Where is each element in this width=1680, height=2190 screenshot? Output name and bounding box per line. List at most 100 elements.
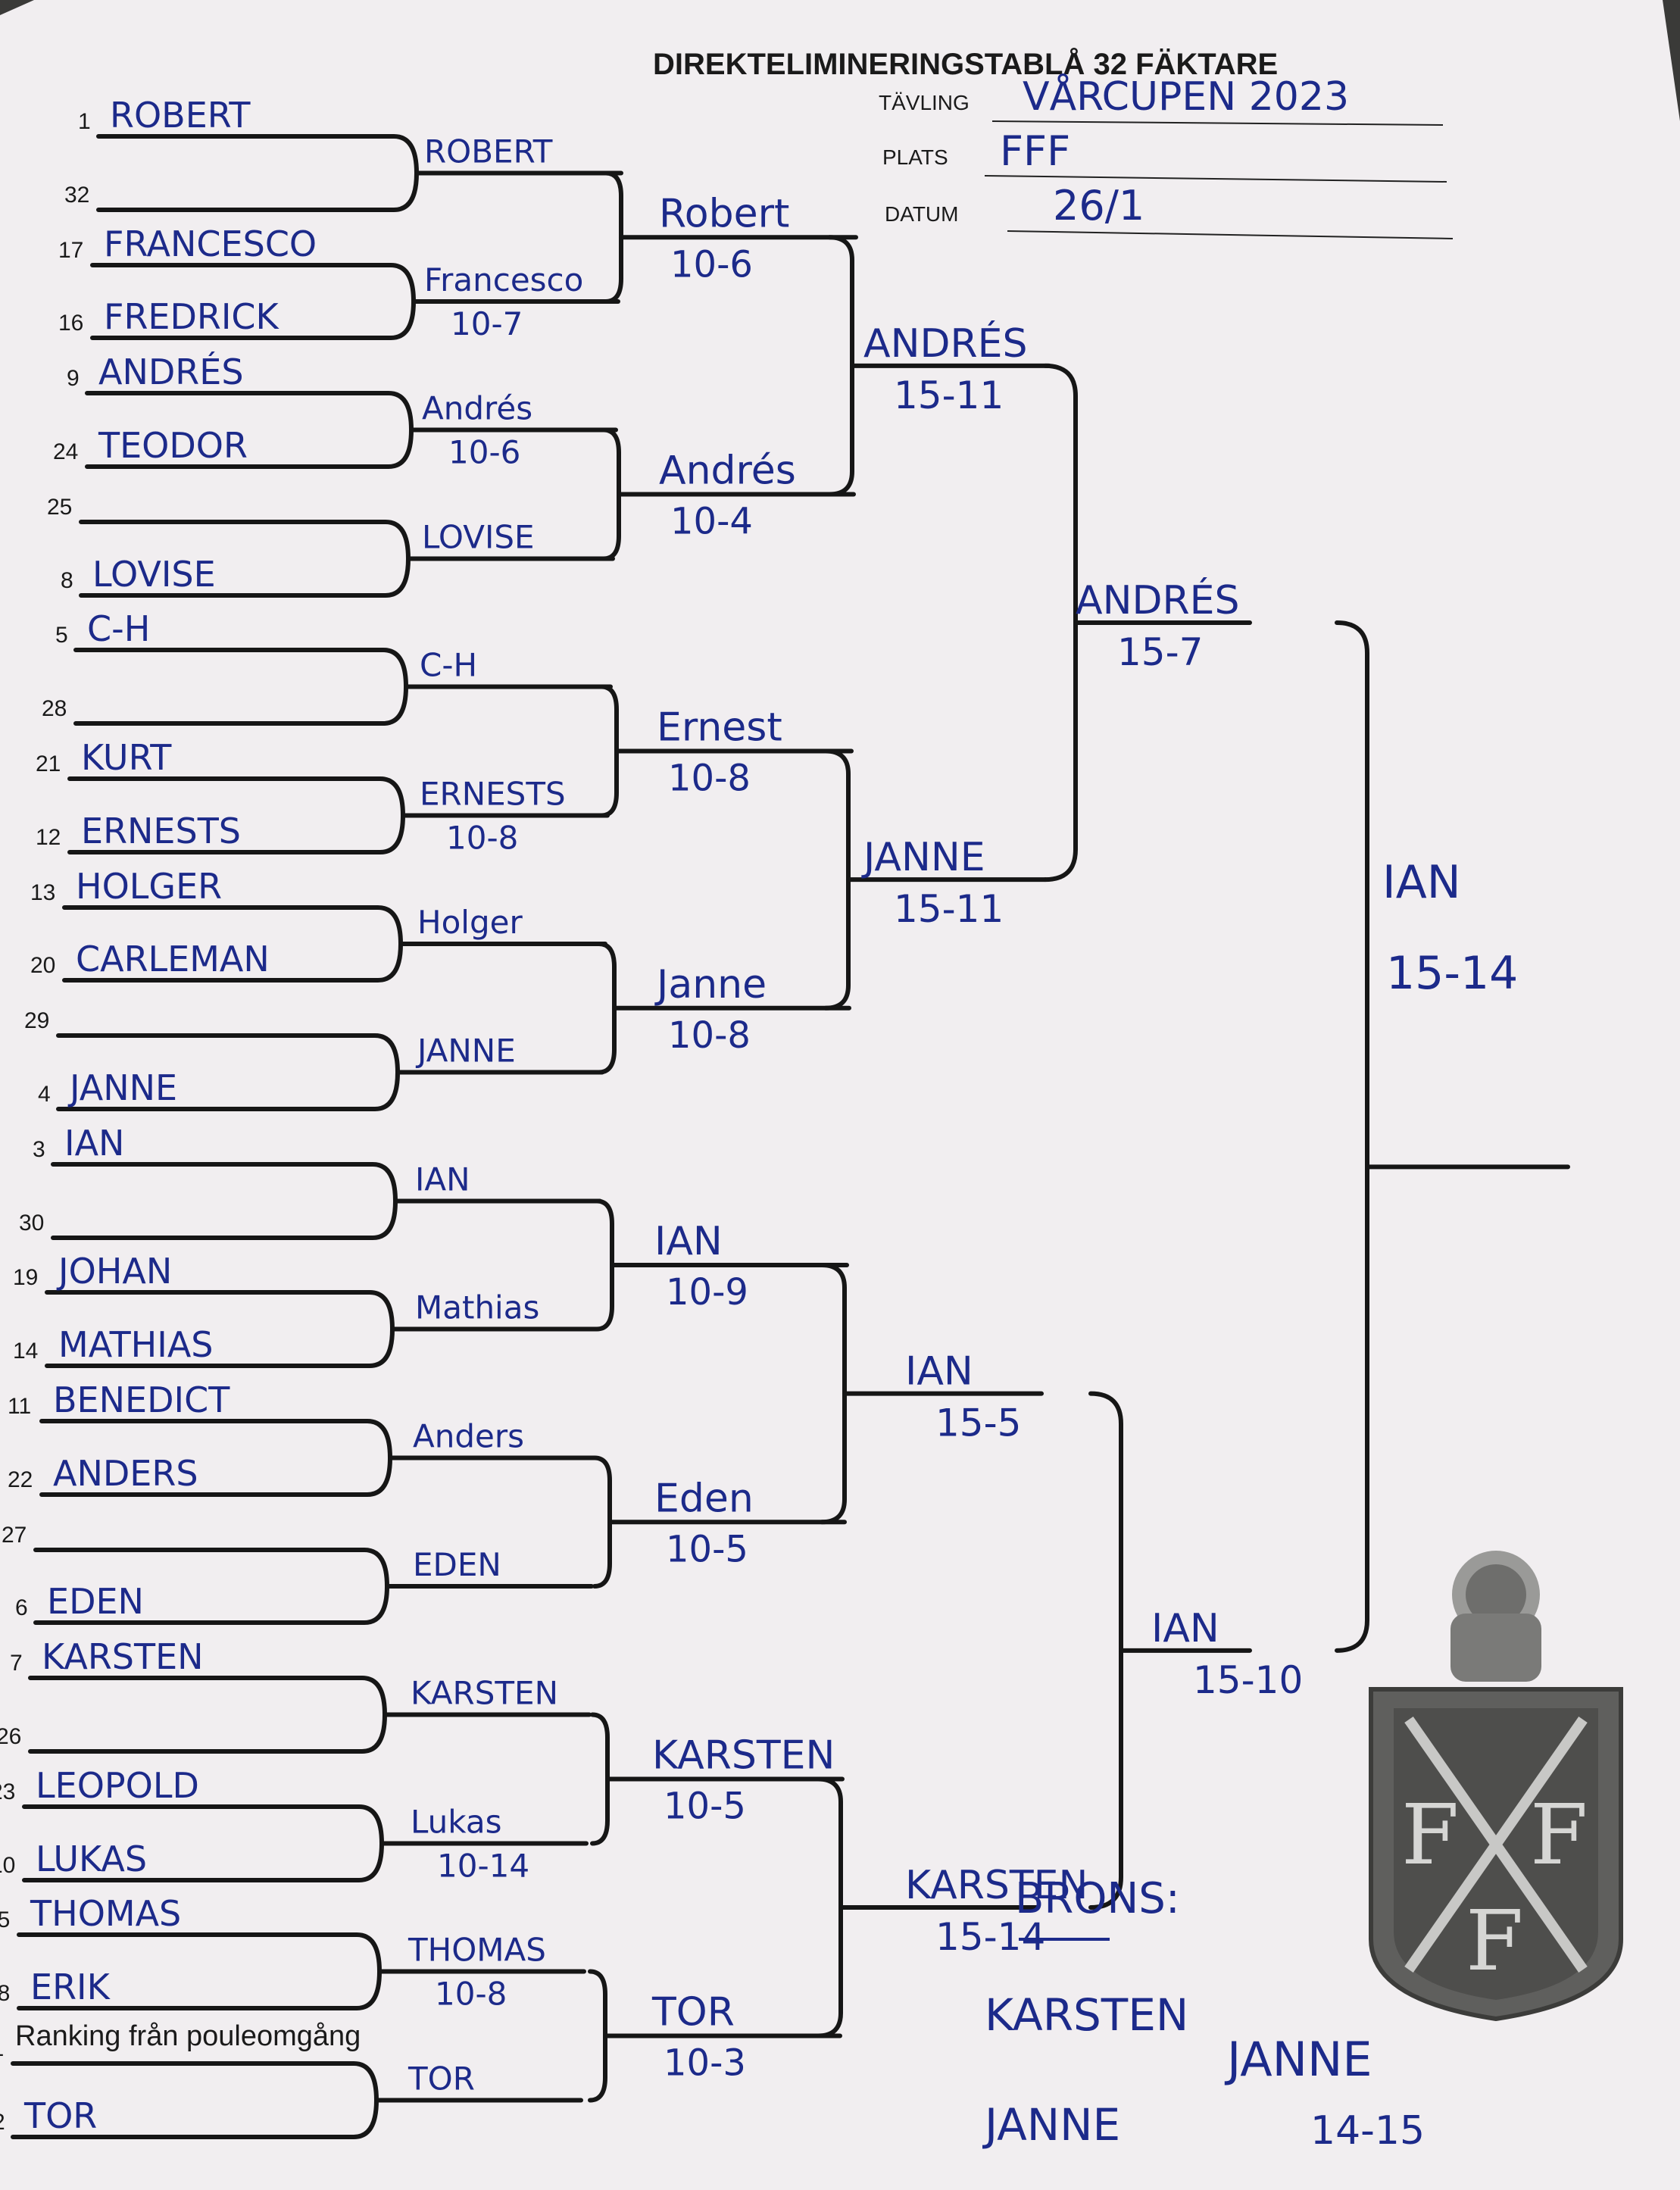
plats-value: FFF — [1000, 127, 1070, 175]
fff-logo: F F F — [1369, 1551, 1623, 2022]
seed-24: 24 — [53, 439, 78, 464]
datum-value: 26/1 — [1053, 182, 1144, 230]
r16-winner-11: Anders — [413, 1418, 524, 1455]
r16-winner-4: LOVISE — [422, 519, 535, 556]
r8-score-8: 10-3 — [664, 2042, 746, 2085]
r8-winner-6: Eden — [654, 1476, 754, 1521]
seed-9: 9 — [67, 366, 80, 391]
qf-bracket-2 — [1088, 1391, 1123, 1910]
qf-score-3: 15-5 — [935, 1401, 1021, 1445]
seed-13: 13 — [30, 880, 55, 905]
seed-17: 17 — [58, 238, 83, 263]
r16-winner-5: C-H — [420, 647, 477, 684]
r32-fencer-25: KARSTEN — [42, 1636, 204, 1677]
r16-score-15: 10-8 — [435, 1976, 507, 2013]
r32-fencer-1: ROBERT — [110, 95, 251, 136]
seed-29: 29 — [24, 1008, 49, 1033]
r8-bracket-1 — [827, 235, 854, 497]
seed-2: 2 — [0, 2110, 5, 2135]
r16-winner-14: Lukas — [411, 1804, 501, 1841]
seed-28: 28 — [42, 696, 67, 721]
r32-bracket-1 — [96, 134, 420, 212]
r32-bracket-9 — [51, 1162, 398, 1240]
qf-score-2: 15-11 — [894, 887, 1004, 931]
bronze-score: 14-15 — [1310, 2108, 1425, 2154]
qf-winner-4: KARSTEN — [905, 1863, 1088, 1908]
seed-22: 22 — [8, 1467, 33, 1492]
r16-winner-12: EDEN — [413, 1546, 501, 1583]
ranking-footer: Ranking från pouleomgång — [15, 2020, 361, 2052]
sf-score-1: 15-7 — [1117, 630, 1203, 674]
r32-fencer-22: ANDERS — [53, 1453, 198, 1494]
seed-26: 26 — [0, 1724, 21, 1749]
r16-score-3: 10-6 — [448, 434, 520, 471]
r16-score-6: 10-8 — [446, 820, 518, 857]
qf-bracket-1 — [1043, 363, 1078, 883]
r8-score-7: 10-5 — [664, 1785, 746, 1828]
r8-winner-3: Ernest — [657, 705, 782, 751]
r16-score-14: 10-14 — [437, 1848, 529, 1885]
r32-fencer-28: LUKAS — [36, 1839, 147, 1879]
r16-score-2: 10-7 — [451, 305, 523, 342]
seed-7: 7 — [10, 1651, 23, 1676]
r16-winner-13: KARSTEN — [411, 1675, 558, 1712]
seed-15: 15 — [0, 1907, 10, 1932]
r8-score-2: 10-4 — [670, 501, 753, 543]
r16-winner-16: TOR — [408, 2060, 475, 2098]
r32-fencer-30: ERIK — [30, 1967, 111, 2007]
r32-fencer-17: IAN — [64, 1123, 124, 1164]
sheet-title: DIREKTELIMINERINGSTABLÅ 32 FÄKTARE — [653, 47, 1278, 81]
r32-fencer-11: KURT — [81, 737, 172, 778]
r8-bracket-4 — [816, 1776, 843, 2038]
seed-4: 4 — [38, 1082, 51, 1107]
qf-winner-1: ANDRÉS — [863, 320, 1028, 367]
tavling-value: VÅRCUPEN 2023 — [1023, 73, 1349, 120]
r8-winner-4: Janne — [654, 962, 767, 1008]
sf-score-2: 15-10 — [1193, 1658, 1303, 1702]
r8-score-5: 10-9 — [666, 1271, 748, 1314]
seed-3: 3 — [33, 1137, 45, 1162]
plats-label: PLATS — [882, 145, 948, 169]
seed-11: 11 — [8, 1394, 31, 1419]
r16-winner-2: Francesco — [424, 261, 583, 298]
qf-score-1: 15-11 — [894, 373, 1004, 417]
bronze-winner: JANNE — [1224, 2032, 1372, 2087]
seed-30: 30 — [19, 1211, 44, 1236]
r32-fencer-14: CARLEMAN — [76, 939, 270, 979]
r8-bracket-2 — [823, 748, 851, 1011]
seed-20: 20 — [30, 953, 55, 978]
qf-winner-3: IAN — [905, 1349, 973, 1395]
round-of-16: ROBERTFrancesco10-7Andrés10-6LOVISEC-HER… — [408, 133, 583, 2098]
r32-fencer-3: FRANCESCO — [104, 223, 317, 264]
seed-6: 6 — [15, 1595, 28, 1620]
final-winner: IAN — [1382, 856, 1461, 909]
seed-8: 8 — [61, 568, 73, 593]
datum-label: DATUM — [885, 202, 958, 226]
r32-fencer-6: TEODOR — [98, 425, 248, 466]
r8-score-1: 10-6 — [670, 243, 753, 286]
r32-fencer-27: LEOPOLD — [36, 1765, 199, 1806]
bronze-label: BRONS: — [1015, 1874, 1180, 1923]
r16-winner-15: THOMAS — [408, 1932, 546, 1969]
r32-fencer-21: BENEDICT — [53, 1379, 230, 1420]
r8-score-4: 10-8 — [668, 1014, 751, 1057]
seed-31: 31 — [0, 2036, 4, 2061]
seed-21: 21 — [36, 751, 61, 776]
r16-winner-8: JANNE — [415, 1033, 516, 1070]
r32-fencer-5: ANDRÉS — [98, 351, 244, 392]
bracket-lines — [11, 134, 1570, 2139]
bronze-player-1: KARSTEN — [985, 1989, 1188, 2041]
r32-fencer-32: TOR — [23, 2095, 97, 2136]
r32-bracket-13 — [28, 1676, 388, 1754]
r32-fencer-9: C-H — [87, 608, 150, 649]
r8-score-3: 10-8 — [668, 758, 751, 800]
logo-letter-left: F — [1401, 1786, 1459, 1883]
r32-fencer-4: FREDRICK — [104, 296, 280, 337]
tavling-label: TÄVLING — [879, 91, 970, 114]
r8-winner-5: IAN — [654, 1219, 723, 1264]
r32-fencer-12: ERNESTS — [81, 811, 241, 851]
r16-winner-10: Mathias — [415, 1289, 539, 1326]
seed-32: 32 — [64, 183, 89, 208]
